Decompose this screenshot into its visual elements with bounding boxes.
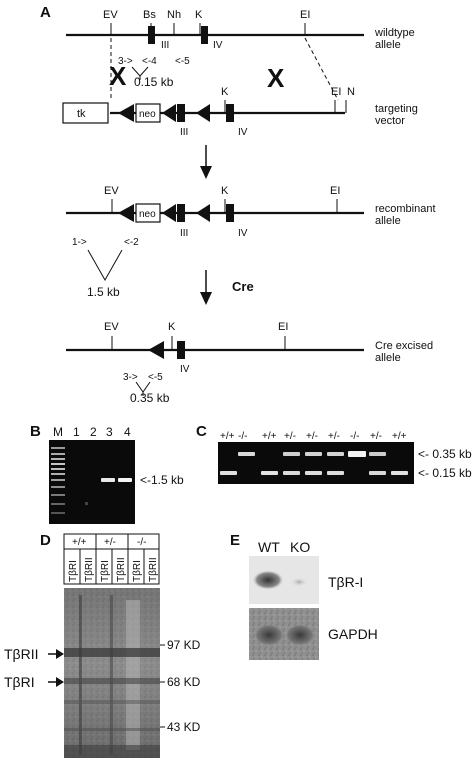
arrow-down-2: Cre xyxy=(200,270,254,305)
gel-b-lane-4: 4 xyxy=(124,425,131,439)
gel-c-band-035: <- 0.35 kb xyxy=(418,447,472,461)
gel-c-geno-7: -/- xyxy=(350,431,359,442)
gel-d-lane-5: TβRI xyxy=(132,560,143,582)
exc-site-k: K xyxy=(168,321,176,333)
wt-primer-5: <-5 xyxy=(175,56,190,67)
rec-exon-iv: IV xyxy=(238,228,248,239)
gel-c-geno-1: +/+ xyxy=(220,431,235,442)
panel-e-label: E xyxy=(230,532,240,549)
exc-site-ei: EI xyxy=(278,321,288,333)
tv-site-k: K xyxy=(221,86,229,98)
tv-label-1: targeting xyxy=(375,103,418,115)
gel-c-band-015: <- 0.15 kb xyxy=(418,466,472,480)
wt-label-1: wildtype xyxy=(374,27,415,39)
wt-site-k: K xyxy=(195,9,203,21)
tv-site-ei: EI xyxy=(331,86,341,98)
gel-d-geno-ko: -/- xyxy=(137,537,146,548)
rec-neo: neo xyxy=(139,209,156,220)
rec-primer-1: 1-> xyxy=(72,237,87,248)
excised-allele: EV K EI IV Cre excised allele 3-> <-5 0.… xyxy=(66,321,433,405)
wt-exon-iii: III xyxy=(161,40,169,51)
exc-exon-iv: IV xyxy=(180,364,190,375)
tv-tk: tk xyxy=(77,108,86,120)
rec-label-2: allele xyxy=(375,215,401,227)
wt-site-bs: Bs xyxy=(143,9,156,21)
gel-d-lane-2: TβRII xyxy=(84,557,95,582)
rec-site-k: K xyxy=(221,185,229,197)
tv-site-n: N xyxy=(347,86,355,98)
gel-c-geno-4: +/- xyxy=(284,431,296,442)
gel-c-geno-6: +/- xyxy=(328,431,340,442)
exc-label-1: Cre excised xyxy=(375,340,433,352)
tv-label-2: vector xyxy=(375,115,405,127)
panel-e-blot: WT KO TβR-I GAPDH xyxy=(249,539,378,660)
gel-b-lane-2: 2 xyxy=(90,425,97,439)
gel-c-geno-5: +/- xyxy=(306,431,318,442)
gel-d-label-ri: TβRI xyxy=(4,674,35,690)
panel-c-label: C xyxy=(196,423,207,440)
crossover-left: X xyxy=(109,61,127,91)
wt-primer-3: 3-> xyxy=(118,56,133,67)
wt-primer-4: <-4 xyxy=(142,56,157,67)
gel-d-lane-3: TβRI xyxy=(100,560,111,582)
gel-c-geno-8: +/- xyxy=(370,431,382,442)
rec-exon-iii: III xyxy=(180,228,188,239)
rec-label-1: recombinant xyxy=(375,203,436,215)
gel-b-lane-1: 1 xyxy=(73,425,80,439)
blot-e-col-ko: KO xyxy=(290,539,310,555)
cre-label: Cre xyxy=(232,279,254,294)
rec-site-ei: EI xyxy=(330,185,340,197)
exc-site-ev: EV xyxy=(104,321,119,333)
panel-d-gel: +/+ +/- -/- TβRI TβRII TβRI TβRII TβRI T… xyxy=(4,533,201,758)
wt-exon-iv-block xyxy=(201,26,208,44)
panel-c-gel: +/+ -/- +/+ +/- +/- +/- -/- +/- +/+ <- 0… xyxy=(218,431,472,484)
wt-site-ei: EI xyxy=(300,9,310,21)
gel-c-geno-3: +/+ xyxy=(262,431,277,442)
gel-d-geno-het: +/- xyxy=(104,537,116,548)
wt-site-ev: EV xyxy=(103,9,118,21)
tv-neo: neo xyxy=(139,109,156,120)
exc-label-2: allele xyxy=(375,352,401,364)
exc-primer-5: <-5 xyxy=(148,372,163,383)
gel-d-marker-97: 97 KD xyxy=(167,638,201,652)
wt-label-2: allele xyxy=(375,39,401,51)
rec-product: 1.5 kb xyxy=(87,285,120,299)
exc-primer-3: 3-> xyxy=(123,372,138,383)
exc-product: 0.35 kb xyxy=(130,391,170,405)
gel-b-lane-m: M xyxy=(53,425,63,439)
targeting-vector: tk neo K EI N III IV targeting vector xyxy=(62,86,418,138)
gel-d-lane-6: TβRII xyxy=(148,557,159,582)
gel-b-lane-3: 3 xyxy=(106,425,113,439)
gel-d-marker-43: 43 KD xyxy=(167,720,201,734)
rec-site-ev: EV xyxy=(104,185,119,197)
blot-e-row-tbri: TβR-I xyxy=(328,574,363,590)
gel-c-geno-2: -/- xyxy=(238,431,247,442)
crossover-right: X xyxy=(267,63,285,93)
wt-product: 0.15 kb xyxy=(134,75,174,89)
gel-d-marker-68: 68 KD xyxy=(167,675,201,689)
blot-e-row-gapdh: GAPDH xyxy=(328,626,378,642)
gel-b-band-label: <-1.5 kb xyxy=(140,473,184,487)
panel-b-label: B xyxy=(30,423,41,440)
gel-d-geno-wt: +/+ xyxy=(72,537,87,548)
blot-e-col-wt: WT xyxy=(258,539,280,555)
gel-d-lane-4: TβRII xyxy=(116,557,127,582)
tv-exon-iii: III xyxy=(180,127,188,138)
recombinant-allele: EV neo K EI III IV recombinant allele 1-… xyxy=(66,185,436,299)
rec-primer-2: <-2 xyxy=(124,237,139,248)
arrow-down-1 xyxy=(200,145,212,179)
panel-b-gel: M 1 2 3 4 <-1.5 kb xyxy=(49,425,184,524)
wt-exon-iv: IV xyxy=(213,40,223,51)
crossover-lines: X X xyxy=(109,37,339,101)
panel-a-label: A xyxy=(40,4,51,21)
gel-d-label-rii: TβRII xyxy=(4,646,39,662)
gel-d-lane-1: TβRI xyxy=(68,560,79,582)
wt-exon-iii-block xyxy=(148,26,155,44)
panel-d-label: D xyxy=(40,532,51,549)
gel-c-geno-9: +/+ xyxy=(392,431,407,442)
tv-exon-iv: IV xyxy=(238,127,248,138)
wildtype-allele: EV Bs Nh K EI III IV wildtype allele 3->… xyxy=(66,9,415,89)
wt-site-nh: Nh xyxy=(167,9,181,21)
